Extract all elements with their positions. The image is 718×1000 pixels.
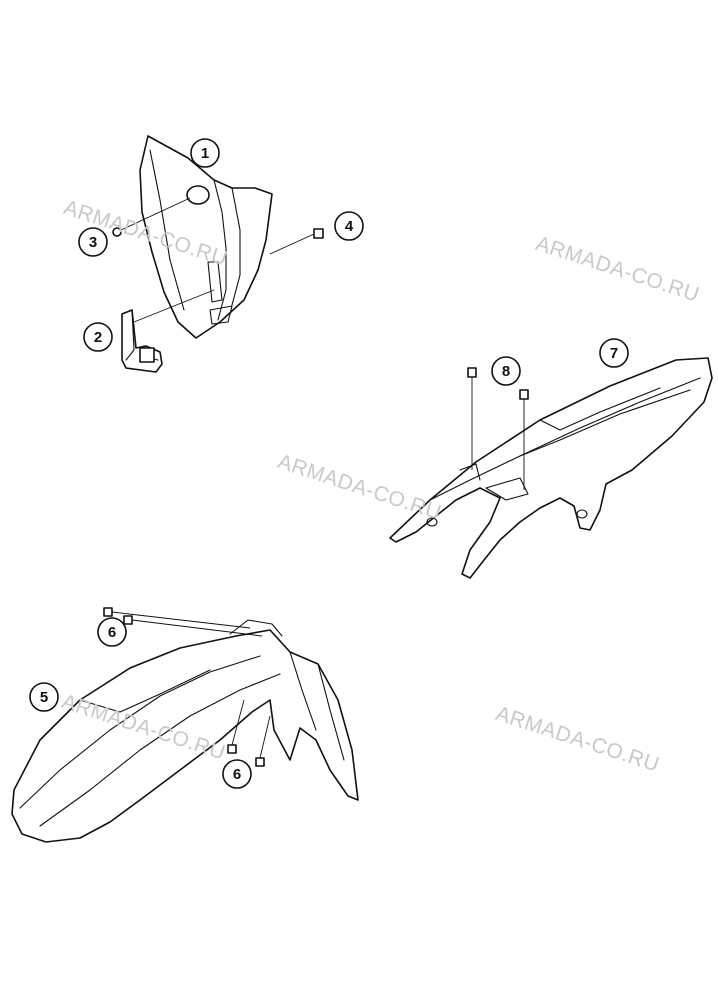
callout-4-label: 4	[345, 218, 354, 235]
callout-4: 4	[334, 211, 364, 241]
callout-3-label: 3	[89, 234, 97, 251]
callout-3: 3	[78, 227, 108, 257]
callout-7-label: 7	[610, 345, 618, 362]
headlight-mask-part	[139, 135, 273, 339]
front-fender-part	[11, 619, 359, 843]
callout-7: 7	[599, 338, 629, 368]
bolt-part-6-top	[103, 607, 263, 637]
callout-1-label: 1	[201, 145, 209, 162]
callout-6-top-label: 6	[108, 624, 116, 641]
bracket-part	[121, 309, 163, 373]
callout-5: 5	[29, 682, 59, 712]
bolt-part-4	[269, 228, 324, 255]
callout-6-top: 6	[97, 617, 127, 647]
bolt-part-8	[467, 367, 529, 490]
callout-6-bottom: 6	[222, 759, 252, 789]
bolt-part-3	[112, 197, 191, 237]
callout-6-bottom-label: 6	[233, 766, 241, 783]
callout-8-label: 8	[502, 363, 510, 380]
bracket-leader	[133, 289, 215, 323]
callout-1: 1	[190, 138, 220, 168]
bolt-part-6-bottom	[227, 699, 271, 767]
callout-2: 2	[83, 322, 113, 352]
callout-2-label: 2	[94, 329, 102, 346]
rear-fender-part	[389, 357, 713, 579]
callout-8: 8	[491, 356, 521, 386]
callout-5-label: 5	[40, 689, 48, 706]
